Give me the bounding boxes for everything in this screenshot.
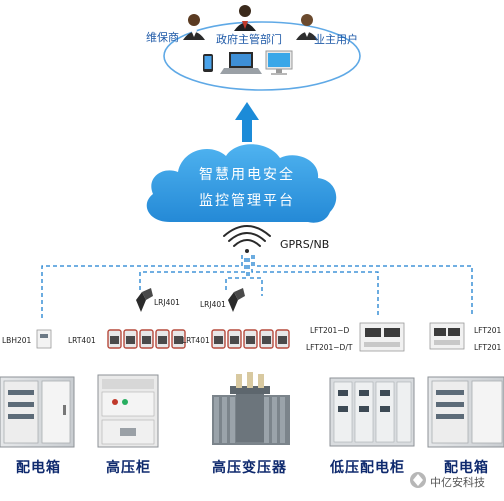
equipment-label-dist-box-1: 配电箱	[16, 460, 61, 476]
distribution-box-left	[0, 376, 75, 448]
wifi-signal-icon	[223, 225, 271, 253]
lrt401-strip-b	[211, 329, 290, 349]
distribution-box-right	[427, 376, 504, 448]
device-label-lft201-dt: LFT201−D/T	[306, 343, 353, 352]
lrj401-sensor-a	[136, 288, 153, 312]
device-label-lrt401-b: LRT401	[182, 336, 210, 345]
device-label-lft201-d: LFT201−D	[310, 326, 350, 335]
cloud-title-line1: 智慧用电安全	[199, 167, 295, 183]
lft201-module-center	[359, 322, 405, 352]
cloud-title-line2: 监控管理平台	[199, 193, 295, 209]
device-label-lbh201: LBH201	[2, 336, 32, 345]
hv-transformer	[212, 372, 290, 445]
equipment-label-lv-cabinet: 低压配电柜	[330, 460, 405, 476]
device-label-lrj401-b: LRJ401	[200, 300, 226, 309]
cloud-shape	[146, 144, 337, 223]
lrt401-strip-a	[107, 329, 186, 349]
equipment-label-hv-cabinet: 高压柜	[106, 460, 151, 476]
equipment-label-hv-transformer: 高压变压器	[212, 460, 287, 476]
role-label-government: 政府主管部门	[216, 33, 282, 46]
lv-cabinet	[329, 377, 415, 447]
lft201-module-right	[429, 322, 465, 350]
device-label-lrt401-a: LRT401	[68, 336, 96, 345]
user-group-oval	[163, 21, 361, 91]
hv-cabinet	[97, 374, 159, 448]
watermark-logo-icon	[410, 472, 426, 488]
phone-icon	[203, 54, 213, 72]
lrj401-sensor-b	[228, 288, 245, 312]
lbh201-module	[36, 329, 52, 349]
laptop-icon	[220, 52, 262, 74]
upload-arrow-icon	[235, 102, 259, 142]
monitor-icon	[265, 50, 293, 75]
person-icon-government	[234, 5, 256, 31]
device-label-lft201-r1: LFT201	[474, 326, 502, 335]
equipment-label-dist-box-2: 配电箱	[444, 460, 489, 476]
network-lines	[41, 255, 473, 318]
person-icon-owner	[296, 14, 318, 40]
role-label-maintainer: 维保商	[146, 31, 179, 44]
role-label-owner: 业主用户	[314, 33, 358, 46]
device-label-lrj401-a: LRJ401	[154, 298, 180, 307]
person-icon-maintainer	[183, 14, 205, 40]
watermark-text: 中亿安科技	[430, 476, 485, 489]
network-label: GPRS/NB	[280, 238, 330, 251]
device-label-lft201-r2: LFT201	[474, 343, 502, 352]
